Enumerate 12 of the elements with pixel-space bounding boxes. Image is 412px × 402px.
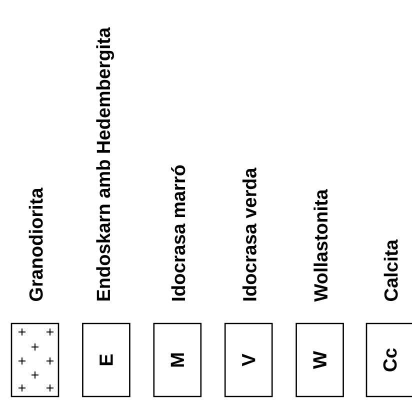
box-label: Idocrasa verda xyxy=(242,168,256,301)
symbol-box: V xyxy=(224,322,273,398)
symbol-box: W xyxy=(296,322,344,398)
box-label: Endoskarn amb Hedembergita xyxy=(96,27,114,301)
symbol-box: M xyxy=(153,322,202,398)
box-label: Granodiorita xyxy=(28,188,43,302)
symbol-box: Cc xyxy=(366,322,412,398)
pattern-box xyxy=(10,322,60,398)
box-label: Idocrasa marró xyxy=(171,165,186,301)
box-label: Wollastonita xyxy=(314,189,328,302)
symbol-box: E xyxy=(82,322,130,398)
box-label: Calcita xyxy=(384,239,398,302)
